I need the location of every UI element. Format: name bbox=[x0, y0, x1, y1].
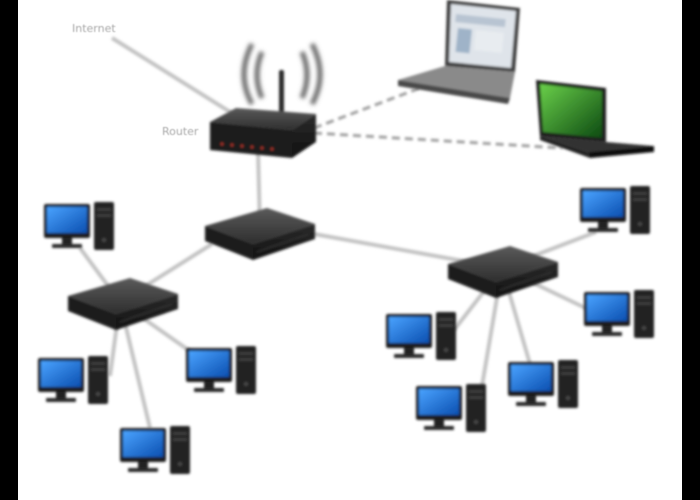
laptop-icon bbox=[536, 80, 654, 158]
desktop-pc-icon bbox=[38, 356, 108, 404]
internet-label: Internet bbox=[72, 22, 116, 35]
desktop-pc-icon bbox=[386, 312, 456, 360]
diagram-frame: Internet Router bbox=[18, 0, 682, 500]
switch-center bbox=[204, 207, 316, 261]
desktop-pc-icon bbox=[508, 360, 578, 408]
desktop-pc-icon bbox=[416, 384, 486, 432]
wireless-link-router-laptop-2 bbox=[313, 131, 563, 150]
desktop-pc-icon bbox=[580, 186, 650, 234]
desktop-pc-icon bbox=[44, 202, 114, 250]
wireless-link-router-laptop-1 bbox=[313, 86, 421, 130]
switch-left bbox=[67, 277, 179, 331]
desktop-pc-icon bbox=[186, 346, 256, 394]
switch-icon bbox=[204, 207, 316, 261]
desktop-pc-icon bbox=[120, 426, 190, 474]
laptop-icon bbox=[398, 0, 520, 104]
network-diagram bbox=[38, 0, 654, 474]
wifi-waves-icon bbox=[241, 42, 323, 106]
router-label: Router bbox=[162, 125, 199, 138]
wifi-router-icon bbox=[210, 42, 323, 158]
desktop-pc-icon bbox=[584, 290, 654, 338]
switch-icon bbox=[67, 277, 179, 331]
